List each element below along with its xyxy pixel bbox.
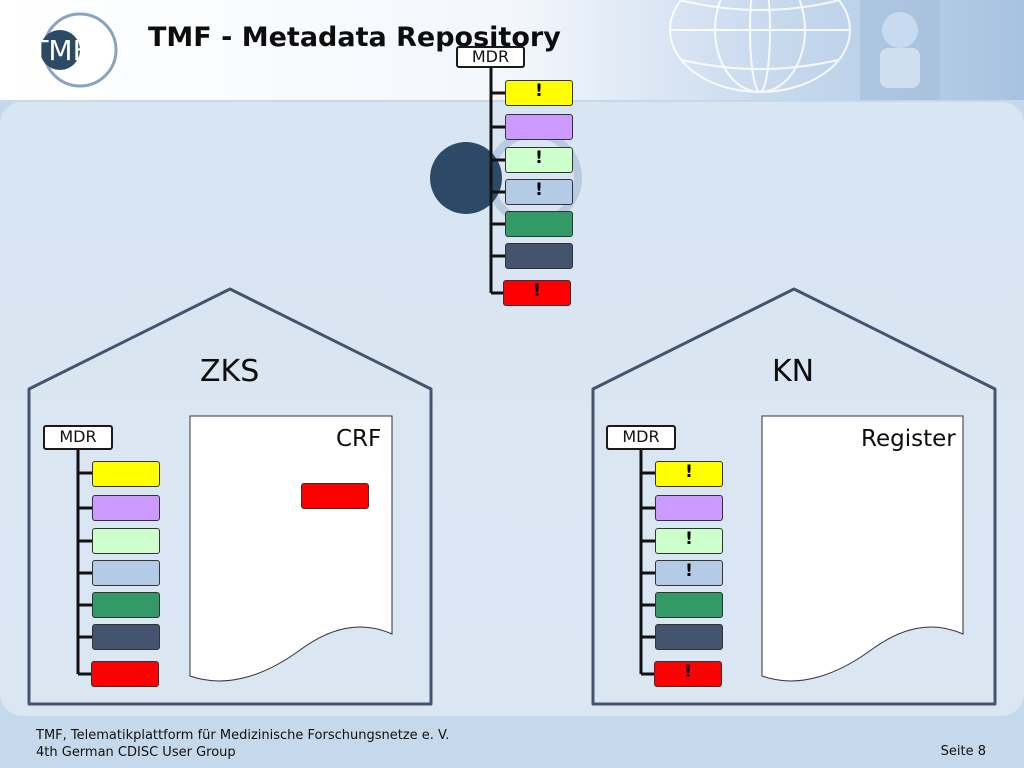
- central-element-2: [505, 114, 573, 140]
- kn-element-1: !: [655, 461, 723, 487]
- globe-decoration: [669, 0, 940, 100]
- central-element-4: !: [505, 179, 573, 205]
- element-mark: !: [533, 281, 541, 301]
- crf-label: CRF: [336, 426, 382, 452]
- zks-element-1: [92, 461, 160, 487]
- zks-element-4: [92, 560, 160, 586]
- footer-page-number: Seite 8: [940, 744, 986, 759]
- register-document: [761, 415, 964, 682]
- central-element-5: [505, 211, 573, 237]
- tmf-logo-text: TMF: [32, 34, 89, 67]
- kn-element-4: !: [655, 560, 723, 586]
- kn-element-7: !: [654, 661, 722, 687]
- house-zks-outline: [27, 287, 433, 706]
- zks-element-7: [91, 661, 159, 687]
- element-mark: !: [685, 561, 693, 581]
- central-mdr-label: MDR: [456, 46, 525, 68]
- crf-document: [189, 415, 393, 682]
- kn-element-6: [655, 624, 723, 650]
- zks-element-5: [92, 592, 160, 618]
- zks-element-2: [92, 495, 160, 521]
- tmf-logo: TMF: [32, 12, 118, 88]
- crf-field-element: [301, 483, 369, 509]
- footer-organization: TMF, Telematikplattform für Medizinische…: [36, 728, 450, 743]
- zks-mdr-label: MDR: [43, 425, 113, 450]
- house-label-zks: ZKS: [200, 354, 260, 389]
- zks-element-6: [92, 624, 160, 650]
- register-label: Register: [861, 426, 956, 452]
- element-mark: !: [535, 148, 543, 168]
- central-element-1: !: [505, 80, 573, 106]
- zks-element-3: [92, 528, 160, 554]
- central-element-3: !: [505, 147, 573, 173]
- element-mark: !: [685, 462, 693, 482]
- element-mark: !: [684, 662, 692, 682]
- kn-element-5: [655, 592, 723, 618]
- kn-element-3: !: [655, 528, 723, 554]
- kn-element-2: [655, 495, 723, 521]
- central-element-6: [505, 243, 573, 269]
- footer-event: 4th German CDISC User Group: [36, 745, 236, 760]
- house-kn-outline: [591, 287, 997, 706]
- central-element-7: !: [503, 280, 571, 306]
- house-label-kn: KN: [772, 354, 815, 389]
- element-mark: !: [535, 180, 543, 200]
- element-mark: !: [685, 529, 693, 549]
- kn-mdr-label: MDR: [606, 425, 676, 450]
- element-mark: !: [535, 81, 543, 101]
